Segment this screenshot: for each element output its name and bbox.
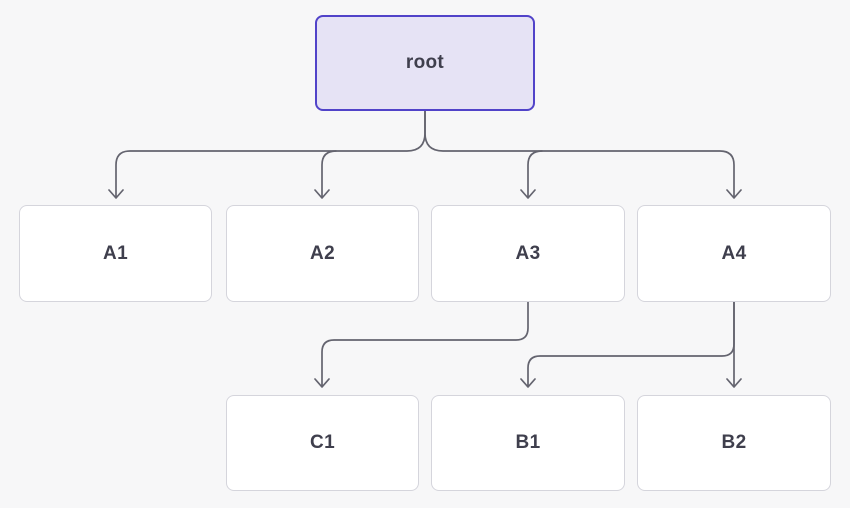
edge-a4-b1	[520, 301, 735, 388]
node-b2-label: B2	[721, 432, 747, 453]
edge-root-a1	[108, 110, 426, 199]
edge-root-a4	[424, 110, 742, 199]
node-root[interactable]: root	[315, 15, 535, 111]
node-a1-label: A1	[103, 242, 128, 264]
node-c1[interactable]: C1	[226, 395, 419, 491]
node-b2[interactable]: B2	[637, 395, 831, 491]
node-a3[interactable]: A3	[431, 205, 625, 302]
edge-a3-c1	[314, 301, 529, 388]
node-a3-label: A3	[515, 242, 541, 264]
node-a4-label: A4	[721, 242, 747, 264]
node-root-label: root	[405, 52, 445, 73]
edge-root-a2	[314, 150, 337, 199]
edge-a4-b2	[726, 301, 742, 388]
node-b1[interactable]: B1	[431, 395, 625, 491]
node-a2[interactable]: A2	[226, 205, 419, 302]
edge-root-a3	[520, 150, 543, 199]
node-a1[interactable]: A1	[19, 205, 212, 302]
node-a4[interactable]: A4	[637, 205, 831, 302]
node-b1-label: B1	[515, 432, 541, 453]
node-a2-label: A2	[310, 242, 335, 264]
node-c1-label: C1	[310, 432, 335, 453]
